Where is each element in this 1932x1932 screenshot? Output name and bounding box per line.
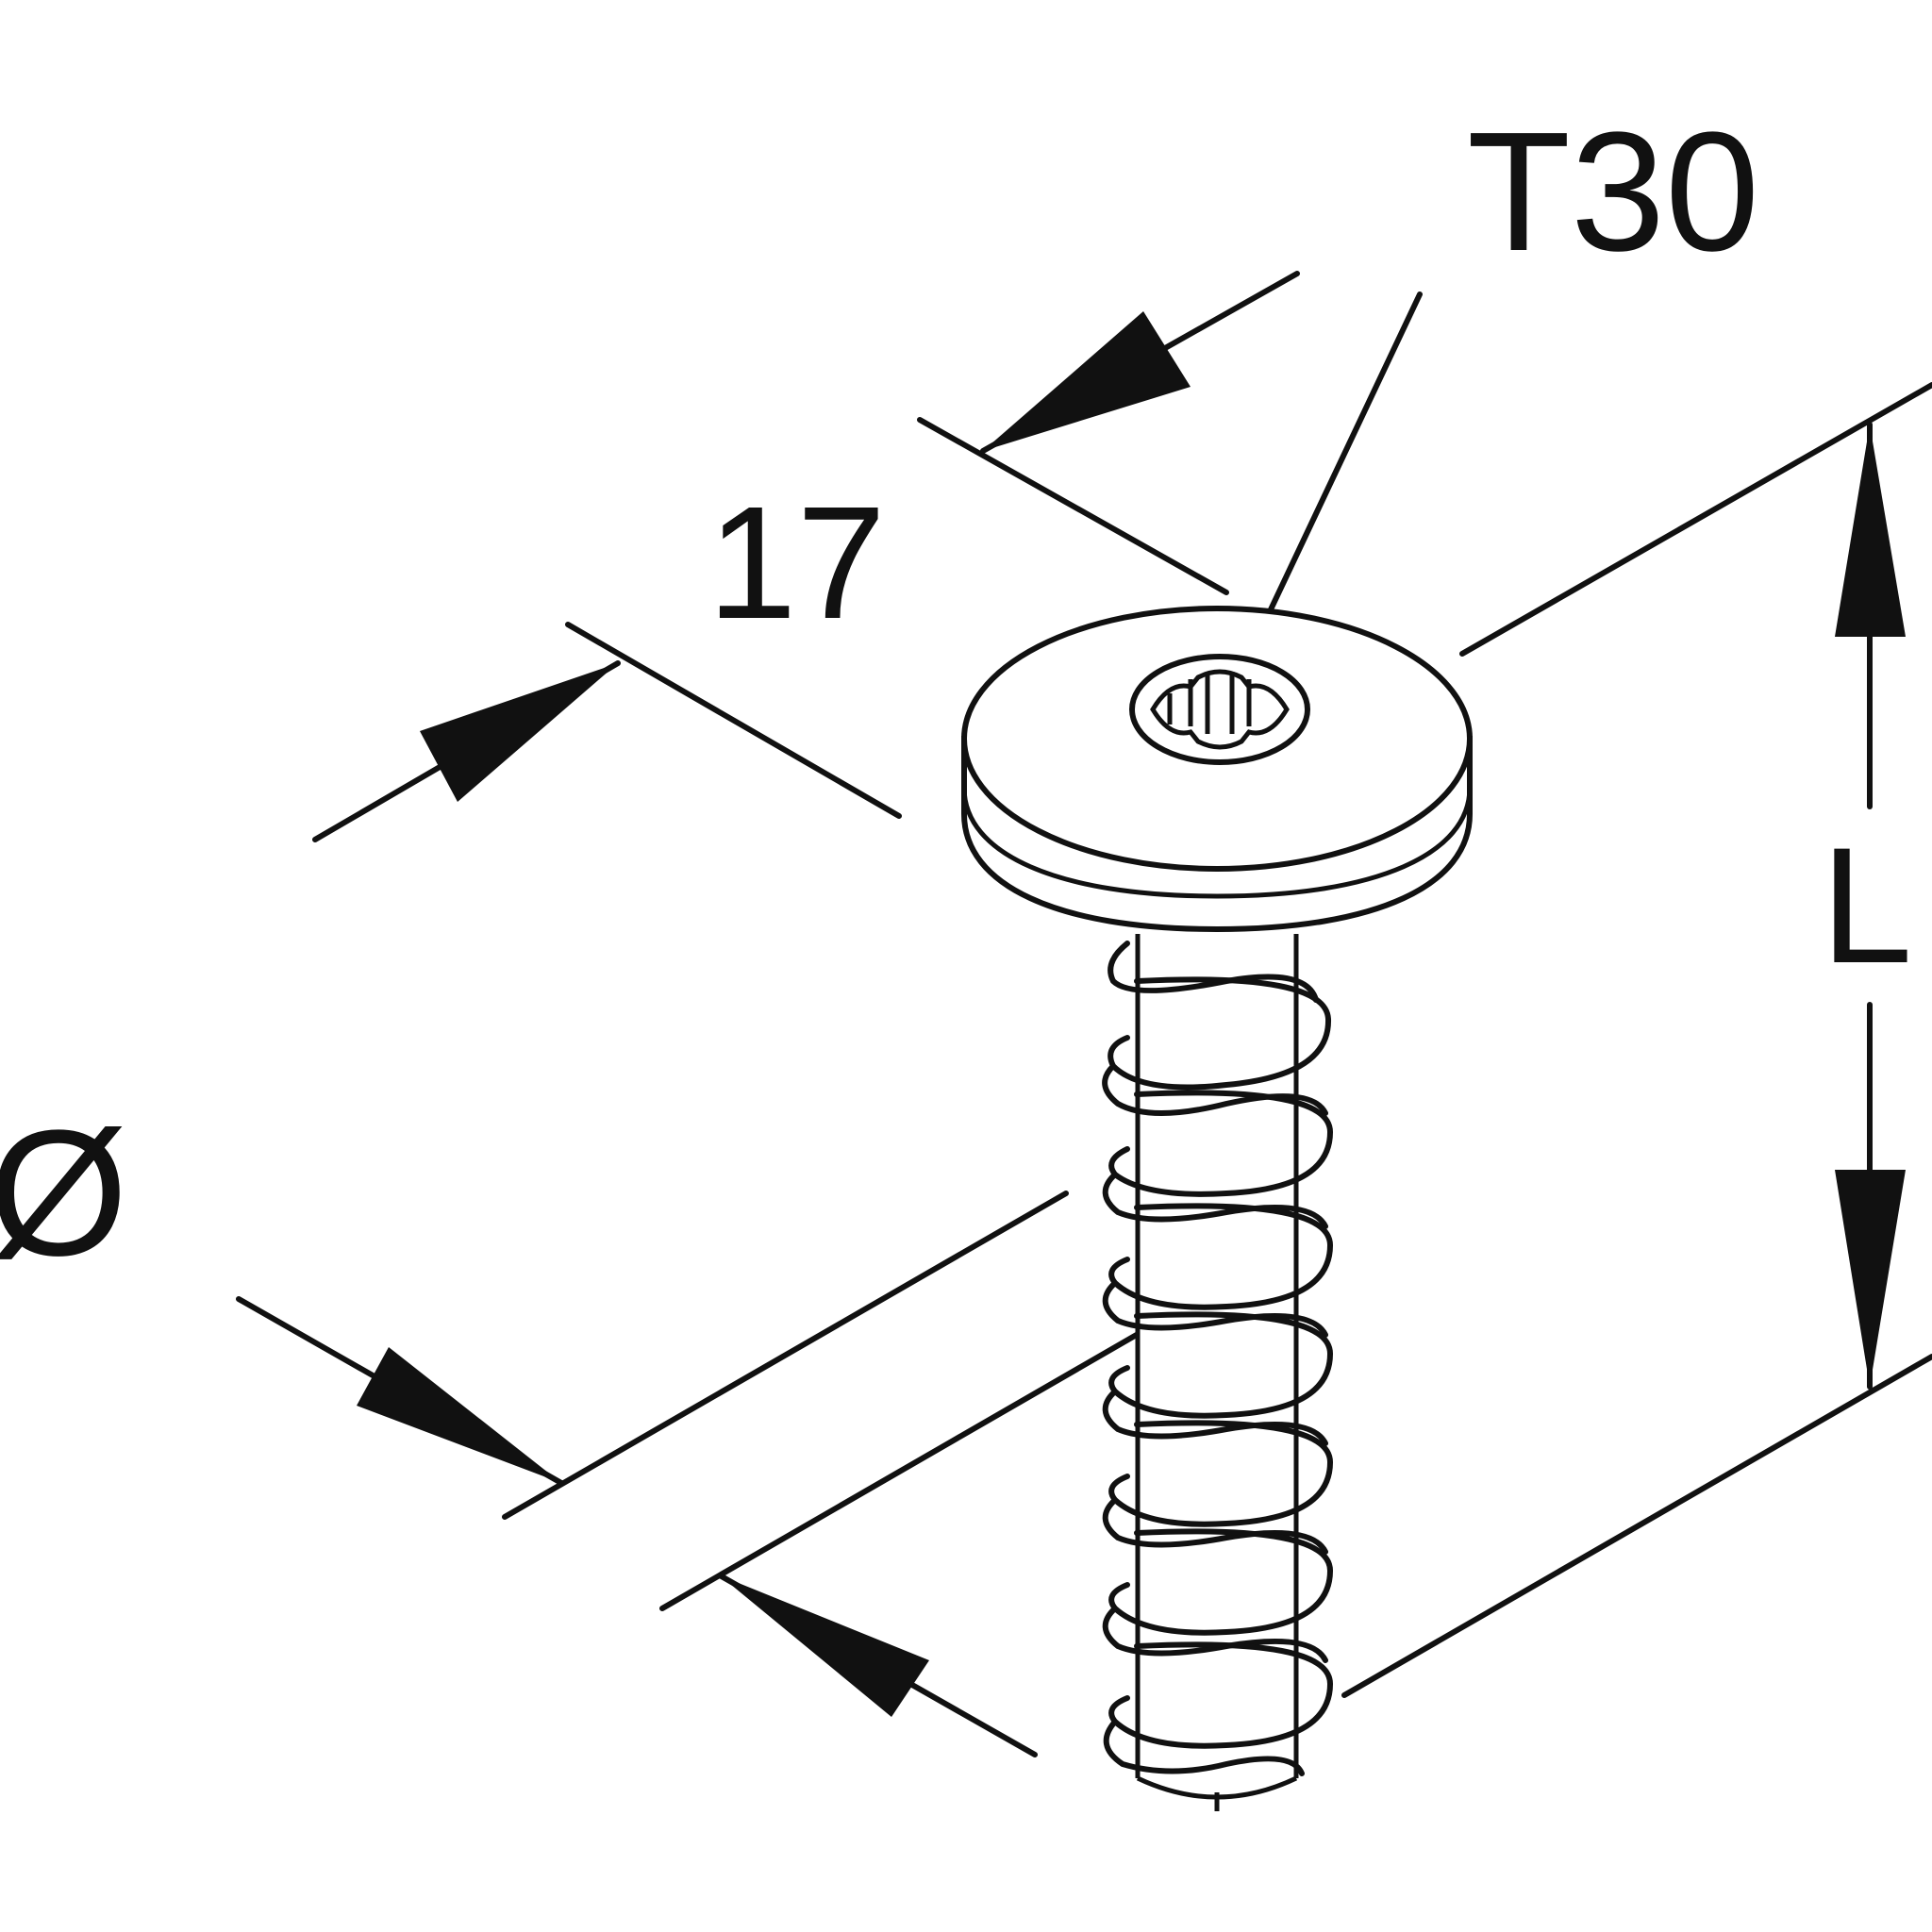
thread-arrow-left — [357, 1347, 561, 1483]
torx-drive-icon — [1129, 654, 1310, 765]
head-diameter-dimension — [312, 271, 1300, 842]
length-extension-line-top — [1459, 382, 1932, 657]
thread-arrow-right — [720, 1575, 929, 1717]
head-diameter-label: 17 — [708, 474, 886, 653]
thread-extension-line-lower — [659, 1280, 1229, 1611]
head-arrow-lower — [420, 663, 618, 802]
screw-shank — [1135, 934, 1299, 1811]
thread-diameter-dimension — [236, 1191, 1229, 1757]
length-dimension — [1341, 382, 1932, 1698]
screw-thread — [1102, 941, 1334, 1776]
length-extension-line-bottom — [1341, 1354, 1932, 1698]
length-arrow-top — [1835, 425, 1906, 637]
length-label: L — [1821, 814, 1912, 998]
thread-diameter-label: Ø — [0, 1093, 128, 1293]
head-extension-line-lower — [565, 622, 902, 819]
length-arrow-bottom — [1835, 1170, 1906, 1387]
screw-illustration — [961, 606, 1473, 1811]
thread-extension-line-upper — [502, 1191, 1069, 1520]
head-arrow-upper — [983, 311, 1191, 451]
head-extension-line-upper — [917, 417, 1229, 595]
drive-size-label: T30 — [1467, 97, 1759, 287]
